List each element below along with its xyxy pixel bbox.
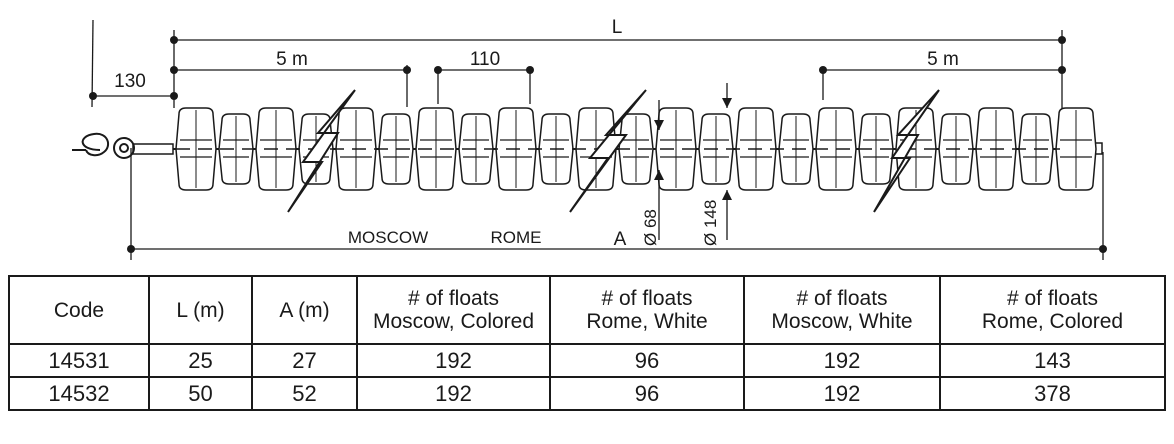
break-symbols (287, 89, 940, 213)
break-symbol-icon (873, 89, 940, 213)
cell-code: 14532 (8, 376, 150, 411)
ring-inner-icon (119, 143, 129, 153)
dimension-lines (89, 36, 1107, 253)
cell-moscow-white: 192 (743, 343, 941, 378)
arrow-head-icon (722, 98, 732, 108)
dimension-dot (434, 66, 442, 74)
header-code: Code (8, 275, 150, 345)
dimension-dot (1058, 36, 1066, 44)
cell-code: 14531 (8, 343, 150, 378)
cell-length: 50 (148, 376, 253, 411)
dimension-dot (1099, 245, 1107, 253)
cell-length: 25 (148, 343, 253, 378)
dimension-dot (1058, 66, 1066, 74)
snap-hook-icon (81, 132, 110, 157)
large-diameter-label: Ø 148 (701, 200, 720, 246)
header-length: L (m) (148, 275, 253, 345)
cell-rome-white: 96 (549, 376, 745, 411)
arrow-head-icon (654, 170, 664, 180)
table-row: 14531 25 27 192 96 192 143 (8, 343, 1166, 378)
break-symbol-icon (569, 89, 647, 213)
dimension-dot (170, 66, 178, 74)
overall-length-label: A (614, 229, 627, 250)
break-symbol-icon (287, 89, 356, 213)
cell-rome-colored: 143 (939, 343, 1166, 378)
dimension-dot (819, 66, 827, 74)
small-diameter-label: Ø 68 (641, 209, 660, 246)
float-chain (175, 107, 1097, 191)
colored-section-right-label: 5 m (927, 49, 959, 70)
dimension-dot (403, 66, 411, 74)
header-overall-length: A (m) (251, 275, 358, 345)
cell-moscow-white: 192 (743, 376, 941, 411)
colored-section-left-label: 5 m (276, 49, 308, 70)
arrow-head-icon (722, 190, 732, 200)
dimension-dot (170, 36, 178, 44)
total-length-label: L (612, 17, 623, 38)
ring-icon (113, 137, 135, 159)
end-hook-hardware (72, 132, 135, 159)
dimension-dot (170, 92, 178, 100)
lane-rope-diagram: L 130 5 m 110 5 m MOSCOW ROME A Ø 68 Ø 1… (72, 17, 1107, 260)
moscow-float-label: MOSCOW (348, 228, 428, 247)
table-row: 14532 50 52 192 96 192 378 (8, 376, 1166, 411)
arrow-head-icon (654, 120, 664, 130)
float-pitch-label: 110 (470, 49, 500, 70)
cell-overall-length: 27 (251, 343, 358, 378)
cell-moscow-colored: 192 (356, 376, 551, 411)
rome-float-label: ROME (491, 228, 542, 247)
rope-start-sleeve (132, 143, 174, 155)
cell-rome-colored: 378 (939, 376, 1166, 411)
end-offset-label: 130 (114, 71, 146, 92)
cell-overall-length: 52 (251, 376, 358, 411)
dimension-dot (89, 92, 97, 100)
cell-rome-white: 96 (549, 343, 745, 378)
dimension-dot (127, 245, 135, 253)
cell-moscow-colored: 192 (356, 343, 551, 378)
dimension-dot (526, 66, 534, 74)
